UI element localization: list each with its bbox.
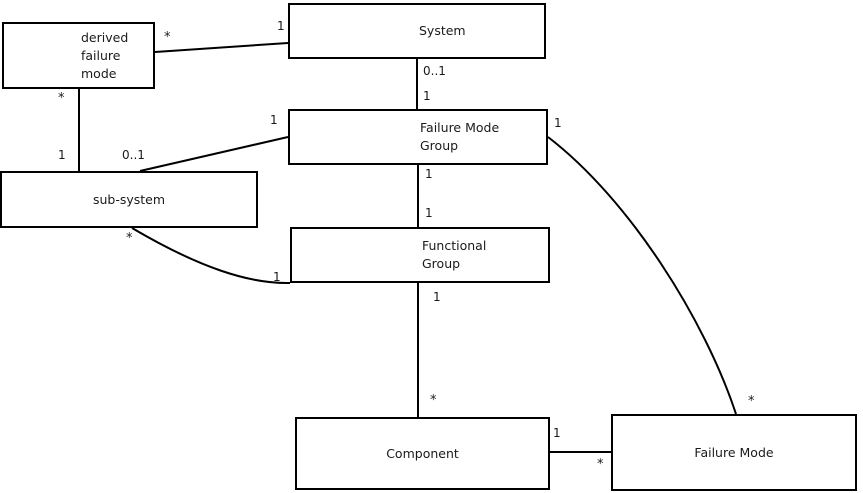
multiplicity-label: 1 [273, 270, 281, 284]
class-box-derived-failure-mode[interactable]: derived failure mode [2, 22, 155, 89]
multiplicity-label: 0..1 [423, 64, 446, 78]
class-name-derived-failure-mode: derived failure mode [81, 29, 129, 81]
multiplicity-label: 1 [425, 206, 433, 220]
class-name-component: Component [386, 445, 459, 461]
class-name-failure-mode-group: Failure Mode Group [420, 120, 500, 153]
multiplicity-label: 0..1 [122, 148, 145, 162]
class-name-system: System [419, 23, 466, 38]
multiplicity-label: 1 [423, 89, 431, 103]
class-name-functional-group: Functional Group [422, 238, 487, 271]
multiplicity-label: 1 [277, 19, 285, 33]
association-sub-system--failure-mode-group [139, 136, 289, 172]
class-box-system[interactable]: System [288, 3, 546, 59]
association-sub-system--functional-group [131, 227, 291, 285]
multiplicity-label: * [597, 457, 604, 472]
class-box-sub-system[interactable]: sub-system [0, 171, 258, 228]
multiplicity-label: * [126, 231, 133, 246]
class-name-sub-system: sub-system [92, 191, 166, 207]
multiplicity-label: 1 [270, 113, 278, 127]
multiplicity-label: 1 [58, 148, 66, 162]
multiplicity-label: 1 [554, 116, 562, 130]
multiplicity-label: * [748, 394, 755, 409]
class-box-component[interactable]: Component [295, 417, 550, 490]
multiplicity-label: 1 [433, 290, 441, 304]
multiplicity-label: 1 [553, 426, 561, 440]
class-box-failure-mode-group[interactable]: Failure Mode Group [288, 109, 548, 165]
multiplicity-label: * [58, 91, 65, 106]
class-box-failure-mode[interactable]: Failure Mode [611, 414, 857, 491]
multiplicity-label: * [164, 30, 171, 45]
class-box-functional-group[interactable]: Functional Group [290, 227, 550, 283]
association-derived-failure-mode--system [154, 42, 289, 53]
multiplicity-label: 1 [425, 167, 433, 181]
association-failure-mode-group--failure-mode [547, 136, 737, 415]
class-name-failure-mode: Failure Mode [694, 444, 774, 460]
multiplicity-label: * [430, 393, 437, 408]
